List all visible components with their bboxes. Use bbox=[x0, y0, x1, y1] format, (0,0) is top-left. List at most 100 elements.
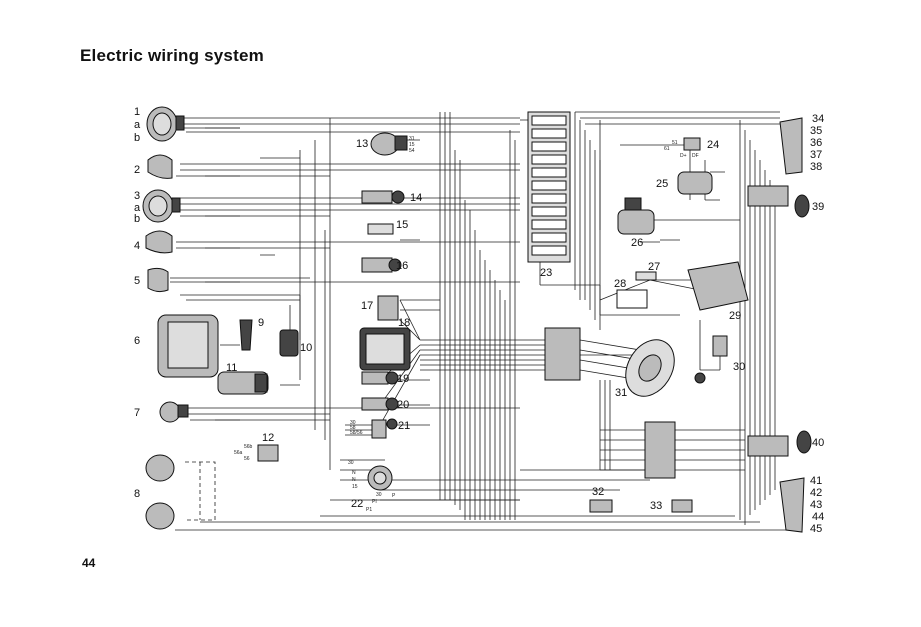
label-37: 37 bbox=[810, 149, 822, 161]
terminal-n2: N bbox=[352, 477, 356, 483]
label-22: 22 bbox=[351, 498, 363, 510]
label-14: 14 bbox=[410, 192, 422, 204]
label-5: 5 bbox=[134, 275, 140, 287]
label-38: 38 bbox=[810, 161, 822, 173]
label-1: 1 bbox=[134, 106, 140, 118]
label-2: 2 bbox=[134, 164, 140, 176]
fog-lamp-upper bbox=[145, 454, 175, 482]
label-16: 16 bbox=[396, 260, 408, 272]
label-26: 26 bbox=[631, 237, 643, 249]
label-20: 20 bbox=[397, 399, 409, 411]
label-4: 4 bbox=[134, 240, 140, 252]
label-28: 28 bbox=[614, 278, 626, 290]
wire-harness bbox=[170, 111, 790, 531]
alternator bbox=[677, 171, 713, 195]
brake-switch-30 bbox=[694, 335, 728, 384]
label-13: 13 bbox=[356, 138, 368, 150]
terminal-d-plus: D+ bbox=[680, 153, 687, 159]
label-31: 31 bbox=[615, 387, 627, 399]
label-43: 43 bbox=[810, 499, 822, 511]
headlamp-left-high bbox=[146, 106, 185, 142]
horn bbox=[147, 267, 169, 293]
sender-33 bbox=[671, 499, 693, 513]
label-6: 6 bbox=[134, 335, 140, 347]
battery bbox=[687, 261, 749, 311]
fuse-27 bbox=[635, 271, 657, 281]
terminal-15: 15 bbox=[409, 142, 415, 148]
terminal-pi: PI bbox=[372, 499, 377, 505]
terminal-15-22: 15 bbox=[352, 484, 358, 490]
distributor bbox=[239, 319, 253, 351]
label-3b: b bbox=[134, 213, 140, 225]
terminal-labels: 31 15 54 51 61 D+ DF 56b 56a 56 30 58 58… bbox=[234, 136, 699, 513]
headlamp-right bbox=[142, 189, 181, 223]
side-light-right bbox=[145, 230, 173, 254]
label-18: 18 bbox=[398, 317, 410, 329]
label-1a: a bbox=[134, 119, 141, 131]
terminal-61: 61 bbox=[664, 146, 670, 152]
label-17: 17 bbox=[361, 300, 373, 312]
label-27: 27 bbox=[648, 261, 660, 273]
label-1b: b bbox=[134, 132, 140, 144]
terminal-54: 54 bbox=[409, 148, 415, 154]
terminal-51: 51 bbox=[672, 140, 678, 146]
label-40: 40 bbox=[812, 437, 824, 449]
plate-light-39 bbox=[794, 194, 810, 218]
ignition-switch bbox=[367, 465, 393, 491]
terminal-58: 58 bbox=[350, 425, 356, 431]
oil-pressure-switch bbox=[257, 444, 279, 462]
label-45: 45 bbox=[810, 523, 822, 535]
label-21: 21 bbox=[398, 420, 410, 432]
label-35: 35 bbox=[810, 125, 822, 137]
label-19: 19 bbox=[397, 373, 409, 385]
voltage-regulator bbox=[683, 137, 701, 151]
label-29: 29 bbox=[729, 310, 741, 322]
terminal-df: DF bbox=[692, 153, 699, 159]
wiper-motor bbox=[370, 132, 408, 156]
rear-lamp-cluster-right bbox=[779, 477, 805, 533]
fuse-box bbox=[527, 111, 571, 263]
starter-26 bbox=[617, 197, 655, 235]
label-15: 15 bbox=[396, 219, 408, 231]
starter-motor bbox=[217, 371, 269, 395]
page-title: Electric wiring system bbox=[80, 46, 264, 65]
side-light-left bbox=[147, 154, 173, 179]
label-12: 12 bbox=[262, 432, 274, 444]
rear-lamp-cluster-left bbox=[779, 117, 803, 175]
turn-signal-front bbox=[159, 401, 189, 423]
switch-19 bbox=[361, 371, 399, 385]
switch-15 bbox=[367, 223, 394, 235]
switch-14 bbox=[361, 190, 405, 204]
rear-connector-lower bbox=[747, 435, 789, 457]
steering-wheel-horn bbox=[625, 339, 675, 397]
label-24: 24 bbox=[707, 139, 719, 151]
relay-28 bbox=[616, 289, 648, 309]
terminal-56a: 56a bbox=[234, 450, 243, 456]
relay-17 bbox=[377, 295, 399, 321]
terminal-31: 31 bbox=[409, 136, 415, 142]
switch-20 bbox=[361, 397, 399, 411]
label-23: 23 bbox=[540, 267, 552, 279]
component-labels: 1 a b 2 3 a b 4 5 6 7 8 9 10 11 12 13 14… bbox=[134, 106, 824, 535]
label-44: 44 bbox=[812, 511, 824, 523]
sender-32 bbox=[589, 499, 613, 513]
terminal-p: P bbox=[392, 493, 396, 499]
terminal-p1: P1 bbox=[366, 507, 372, 513]
label-3: 3 bbox=[134, 190, 140, 202]
instrument-cluster bbox=[359, 327, 411, 371]
switch-16 bbox=[361, 257, 402, 273]
label-34: 34 bbox=[812, 113, 824, 125]
switch-21 bbox=[371, 418, 398, 439]
connector-block-left bbox=[544, 327, 581, 381]
terminal-30-22: 30 bbox=[348, 460, 354, 466]
label-30: 30 bbox=[733, 361, 745, 373]
label-42: 42 bbox=[810, 487, 822, 499]
terminal-n1: N bbox=[352, 470, 356, 476]
terminal-56b: 56b bbox=[244, 444, 253, 450]
label-10: 10 bbox=[300, 342, 312, 354]
terminal-56: 56 bbox=[244, 456, 250, 462]
label-32: 32 bbox=[592, 486, 604, 498]
label-7: 7 bbox=[134, 407, 140, 419]
rear-connector-upper bbox=[747, 185, 789, 207]
